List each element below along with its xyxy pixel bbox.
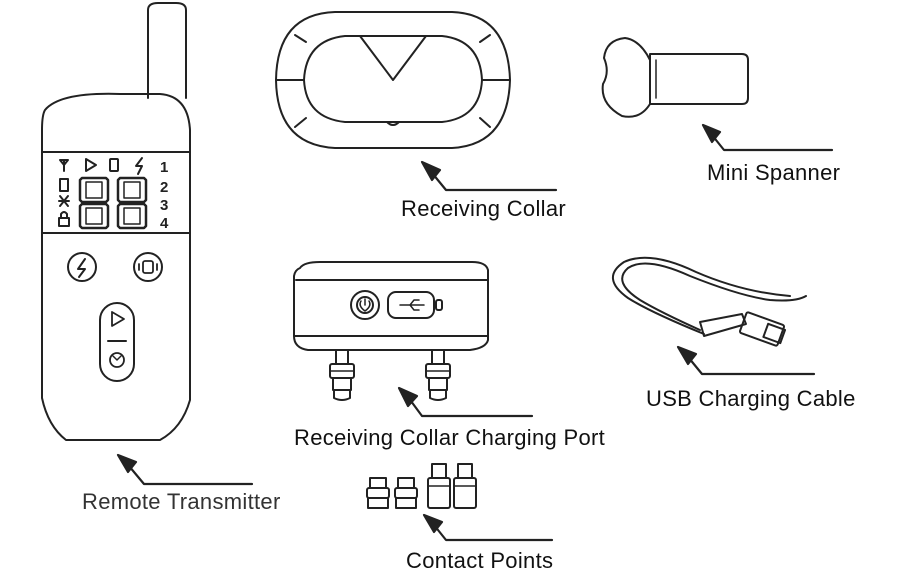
label-charging-port: Receiving Collar Charging Port	[294, 425, 606, 450]
lock-icon	[58, 217, 70, 227]
collar-corner-left-top	[294, 34, 307, 43]
lcd-digits	[78, 176, 148, 230]
spanner-shank	[649, 53, 749, 105]
lcd-digit-left	[78, 176, 110, 230]
label-contact-points: Contact Points	[406, 548, 554, 573]
vibrate-button[interactable]	[133, 252, 163, 282]
collar-outer-shell	[275, 11, 511, 149]
power-icon	[359, 298, 371, 312]
contact-point-short-1	[366, 477, 390, 509]
power-button[interactable]	[350, 290, 380, 320]
collar-led-dot	[386, 121, 400, 126]
lcd-level-2: 2	[160, 179, 168, 196]
transmitter-antenna	[147, 2, 187, 99]
vibrate-icon	[109, 158, 119, 172]
label-mini-spanner: Mini Spanner	[707, 160, 841, 185]
lcd-digit-right	[116, 176, 148, 230]
usb-plug	[739, 311, 785, 347]
mode-rocker-button[interactable]	[99, 302, 135, 382]
usb-icon	[399, 299, 425, 311]
label-receiving-collar: Receiving Collar	[401, 196, 566, 221]
contact-point-short-2	[394, 477, 418, 509]
spanner-head	[601, 37, 651, 118]
lcd-level-1: 1	[160, 159, 168, 176]
collar-side-body	[293, 261, 489, 351]
lcd-levels: 1 2 3 4	[160, 159, 169, 232]
collar-inner-face	[303, 35, 483, 123]
lcd-icons	[58, 157, 143, 227]
label-remote-transmitter: Remote Transmitter	[82, 489, 281, 514]
contact-probe-right	[425, 349, 451, 401]
lcd-level-4: 4	[160, 215, 169, 232]
callout-arrows	[116, 123, 834, 542]
charging-port-cover[interactable]	[387, 291, 435, 319]
collar-side-view	[293, 261, 489, 401]
collar-corner-right-bottom	[479, 117, 491, 128]
contact-point-long-2	[453, 463, 477, 509]
collar-corner-left-bottom	[294, 117, 307, 128]
sound-button-icon	[111, 311, 125, 327]
remote-transmitter: 1 2 3 4	[41, 2, 191, 441]
mini-spanner	[601, 37, 749, 118]
receiving-collar	[275, 11, 511, 149]
lock-shackle-icon	[60, 211, 68, 219]
shock-icon	[135, 157, 143, 175]
label-usb-cable: USB Charging Cable	[646, 386, 856, 411]
usb-charging-cable	[612, 256, 807, 347]
collar-corner-right-top	[479, 34, 491, 43]
lcd-level-3: 3	[160, 197, 168, 214]
shock-button-icon	[77, 258, 86, 278]
battery-icon	[59, 178, 69, 192]
power-button-inner	[356, 296, 374, 314]
dog-icon	[58, 195, 70, 207]
cable-strain-relief	[699, 313, 747, 337]
transmitter-body	[41, 92, 191, 441]
arrow-port	[397, 386, 534, 418]
light-button-icon	[109, 352, 125, 368]
vibrate-button-icon	[142, 260, 154, 274]
contact-points	[366, 463, 477, 509]
contact-probe-left	[329, 349, 355, 401]
collar-notch	[359, 35, 427, 81]
shock-button[interactable]	[67, 252, 97, 282]
charging-led	[435, 299, 443, 311]
cable-coil	[612, 256, 807, 335]
sound-icon	[85, 158, 97, 172]
arrow-remote	[116, 453, 254, 486]
arrow-contacts	[422, 513, 554, 542]
arrow-spanner	[701, 123, 834, 152]
arrow-cable	[676, 345, 816, 376]
contact-point-long-1	[427, 463, 451, 509]
usb-plug-tip	[762, 322, 787, 345]
antenna-signal-icon	[59, 159, 69, 172]
arrow-collar	[420, 160, 558, 192]
